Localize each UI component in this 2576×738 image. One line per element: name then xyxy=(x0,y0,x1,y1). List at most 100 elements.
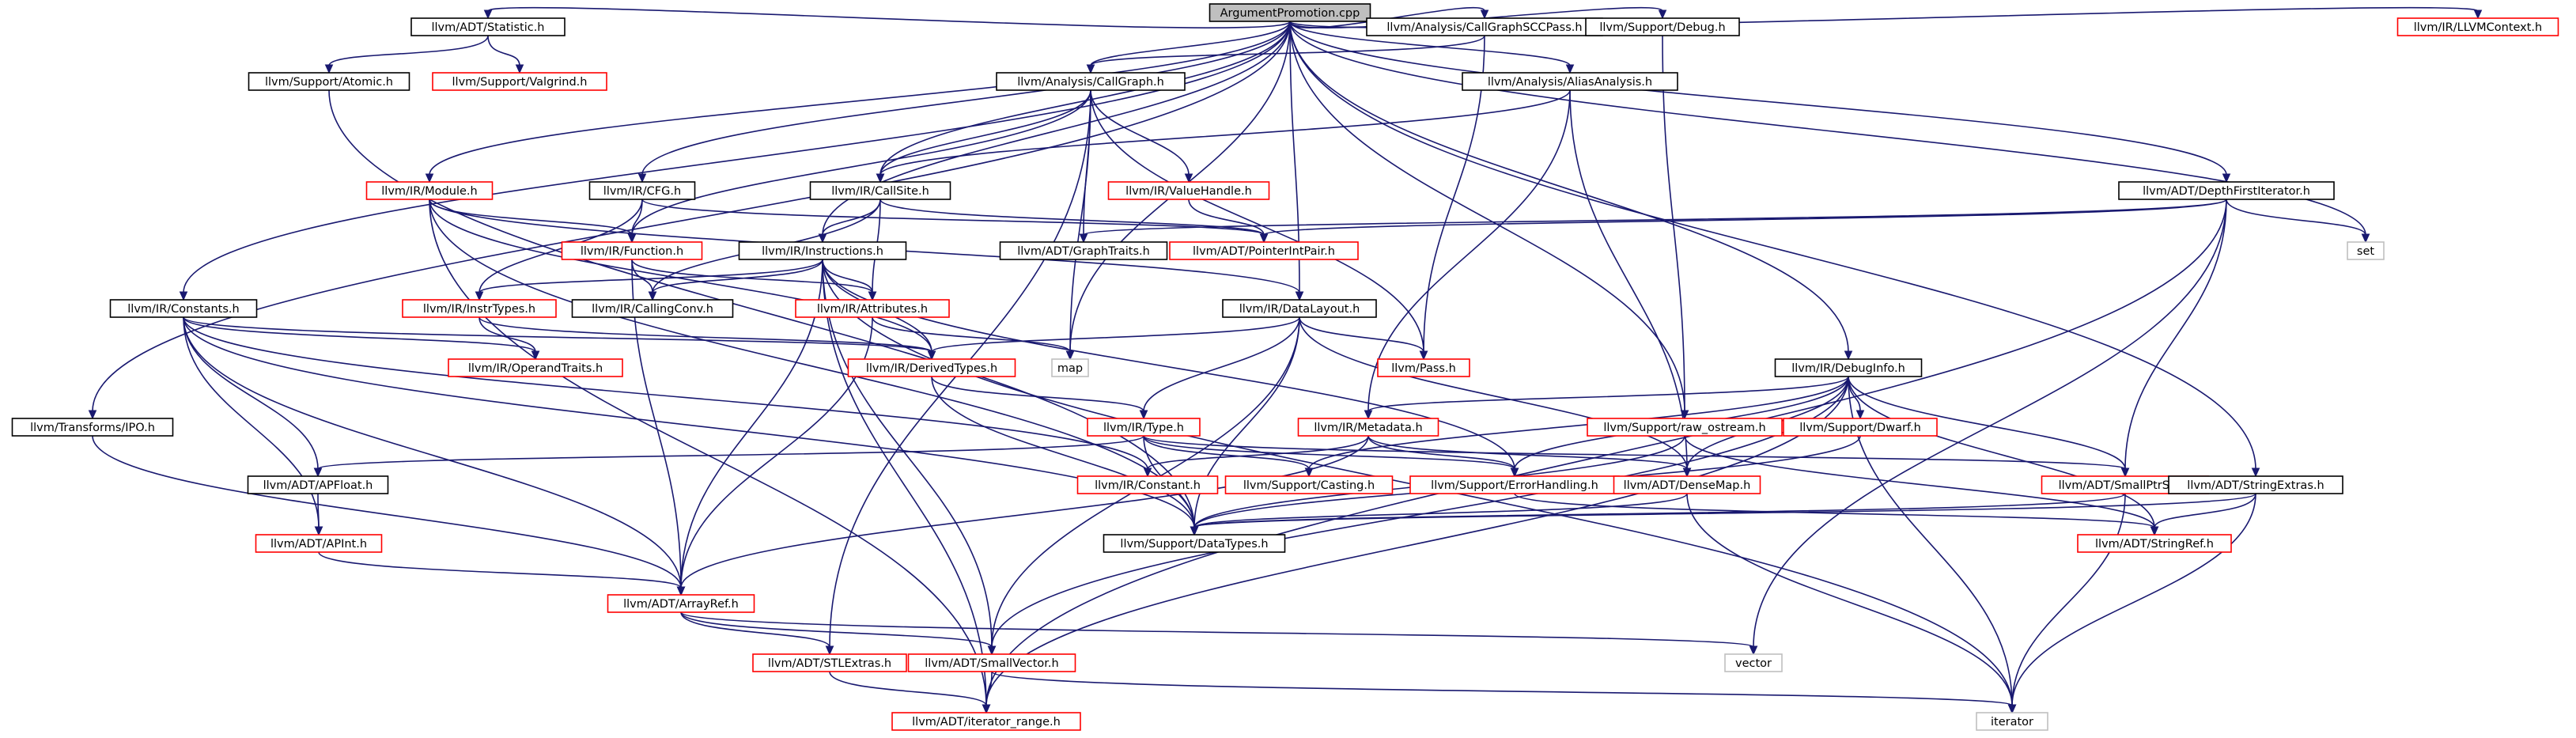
arrowhead-dfi-to-pip xyxy=(1259,233,1269,244)
node-smallptrset[interactable]: llvm/ADT/SmallPtrSet.h xyxy=(2041,475,2210,494)
arrowhead-alias-to-callsite xyxy=(876,173,885,184)
node-pip[interactable]: llvm/ADT/PointerIntPair.h xyxy=(1169,241,1359,260)
node-valuehandle[interactable]: llvm/IR/ValueHandle.h xyxy=(1107,181,1270,200)
edge-debug-to-rawostream xyxy=(1662,35,1685,412)
edge-metadata-to-arrayref xyxy=(680,435,1369,589)
node-atomic-label: llvm/Support/Atomic.h xyxy=(265,76,393,89)
node-ipo[interactable]: llvm/Transforms/IPO.h xyxy=(11,418,174,437)
edge-apfloat-to-apint xyxy=(317,493,320,528)
node-pass-label: llvm/Pass.h xyxy=(1391,362,1456,375)
edge-cfg-to-pip xyxy=(641,199,1265,236)
node-operandtraits[interactable]: llvm/IR/OperandTraits.h xyxy=(448,358,623,377)
edge-debuginfo-to-casting xyxy=(1308,376,1849,470)
node-rawostream[interactable]: llvm/Support/raw_ostream.h xyxy=(1587,418,1783,437)
node-metadata[interactable]: llvm/IR/Metadata.h xyxy=(1297,418,1439,437)
edge-metadata-to-errorhandling xyxy=(1367,435,1515,470)
node-root-box xyxy=(1209,3,1371,22)
edge-densemap-to-datatypes xyxy=(1193,493,1688,528)
arrowhead-apint-to-arrayref xyxy=(676,586,686,596)
node-datatypes-label: llvm/Support/DataTypes.h xyxy=(1120,538,1268,551)
node-valuehandle-label: llvm/IR/ValueHandle.h xyxy=(1125,185,1252,198)
node-derivedtypes-box xyxy=(847,358,1016,377)
edge-debuginfo-to-metadata xyxy=(1367,376,1849,412)
node-stringref[interactable]: llvm/ADT/StringRef.h xyxy=(2077,534,2232,553)
edge-type-to-smallptrset xyxy=(1143,435,2126,470)
arrowhead-instrtypes-to-operandtraits xyxy=(531,350,540,361)
edge-alias-to-densemap xyxy=(1569,89,1688,470)
node-errorhandling[interactable]: llvm/Support/ErrorHandling.h xyxy=(1409,475,1620,494)
edge-alias-to-callsite xyxy=(879,89,1571,176)
node-callsite[interactable]: llvm/IR/CallSite.h xyxy=(809,181,951,200)
node-cgscc-label: llvm/Analysis/CallGraphSCCPass.h xyxy=(1386,21,1582,34)
node-iterator-label: iterator xyxy=(1991,716,2033,729)
edge-statistic-to-valgrind xyxy=(487,35,520,66)
node-derivedtypes[interactable]: llvm/IR/DerivedTypes.h xyxy=(847,358,1016,377)
edge-function-to-attributes xyxy=(631,259,873,293)
node-debuginfo[interactable]: llvm/IR/DebugInfo.h xyxy=(1774,358,1923,377)
edge-callgraph-to-valuehandle xyxy=(1090,89,1190,176)
arrowhead-derivedtypes-to-type xyxy=(1139,410,1148,420)
node-root[interactable]: ArgumentPromotion.cpp xyxy=(1209,3,1371,22)
node-casting[interactable]: llvm/Support/Casting.h xyxy=(1224,475,1394,494)
node-callgraph[interactable]: llvm/Analysis/CallGraph.h xyxy=(996,72,1186,91)
node-dwarf[interactable]: llvm/Support/Dwarf.h xyxy=(1783,418,1938,437)
node-function-label: llvm/IR/Function.h xyxy=(581,245,683,258)
arrowhead-type-to-casting xyxy=(1304,467,1314,478)
node-type[interactable]: llvm/IR/Type.h xyxy=(1087,418,1201,437)
edge-root-to-llvmctx xyxy=(1289,6,2479,28)
node-instrtypes[interactable]: llvm/IR/InstrTypes.h xyxy=(402,299,557,318)
arrowhead-root-to-alias xyxy=(1565,64,1575,74)
arrowhead-attributes-to-map xyxy=(1065,350,1075,361)
node-valgrind-label: llvm/Support/Valgrind.h xyxy=(452,76,588,89)
edge-debuginfo-to-smallptrset xyxy=(1848,376,2126,470)
edge-datalayout-to-derivedtypes xyxy=(931,316,1300,353)
node-datatypes[interactable]: llvm/Support/DataTypes.h xyxy=(1103,534,1286,553)
node-callingconv[interactable]: llvm/IR/CallingConv.h xyxy=(571,299,734,318)
node-cfg[interactable]: llvm/IR/CFG.h xyxy=(588,181,696,200)
node-cgscc[interactable]: llvm/Analysis/CallGraphSCCPass.h xyxy=(1366,17,1603,36)
node-graphtraits-box xyxy=(999,241,1168,260)
node-pass[interactable]: llvm/Pass.h xyxy=(1377,358,1470,377)
node-apfloat[interactable]: llvm/ADT/APFloat.h xyxy=(247,475,389,494)
node-cfg-box xyxy=(588,181,696,200)
edge-instrtypes-to-derivedtypes xyxy=(479,316,932,353)
node-smallvector[interactable]: llvm/ADT/SmallVector.h xyxy=(907,653,1076,672)
node-instructions[interactable]: llvm/IR/Instructions.h xyxy=(738,241,907,260)
arrowhead-root-to-debug xyxy=(1658,9,1667,20)
node-constant[interactable]: llvm/IR/Constant.h xyxy=(1076,475,1219,494)
node-densemap[interactable]: llvm/ADT/DenseMap.h xyxy=(1613,475,1761,494)
node-valgrind[interactable]: llvm/Support/Valgrind.h xyxy=(432,72,607,91)
node-stringextras[interactable]: llvm/ADT/StringExtras.h xyxy=(2168,475,2343,494)
node-llvmctx[interactable]: llvm/IR/LLVMContext.h xyxy=(2396,17,2559,36)
edge-valuehandle-to-pip xyxy=(1188,199,1265,236)
node-attributes[interactable]: llvm/IR/Attributes.h xyxy=(795,299,950,318)
node-constants[interactable]: llvm/IR/Constants.h xyxy=(109,299,258,318)
edge-derivedtypes-to-datatypes xyxy=(931,376,1195,528)
node-function[interactable]: llvm/IR/Function.h xyxy=(561,241,703,260)
node-vector: vector xyxy=(1724,653,1783,672)
edge-root-to-debuginfo xyxy=(1289,21,1849,353)
arrowhead-root-to-constants xyxy=(179,291,188,301)
node-map-box xyxy=(1051,358,1089,377)
node-iterrange[interactable]: llvm/ADT/iterator_range.h xyxy=(891,712,1081,731)
node-atomic[interactable]: llvm/Support/Atomic.h xyxy=(248,72,410,91)
node-statistic[interactable]: llvm/ADT/Statistic.h xyxy=(410,17,566,36)
edge-root-to-statistic xyxy=(487,6,1291,28)
node-alias[interactable]: llvm/Analysis/AliasAnalysis.h xyxy=(1462,72,1678,91)
node-debug[interactable]: llvm/Support/Debug.h xyxy=(1585,17,1740,36)
node-arrayref[interactable]: llvm/ADT/ArrayRef.h xyxy=(607,594,755,613)
arrowhead-type-to-apfloat xyxy=(313,467,323,478)
node-dfi[interactable]: llvm/ADT/DepthFirstIterator.h xyxy=(2118,181,2335,200)
node-stlextras[interactable]: llvm/ADT/STLExtras.h xyxy=(752,653,907,672)
node-module[interactable]: llvm/IR/Module.h xyxy=(365,181,494,200)
node-datalayout[interactable]: llvm/IR/DataLayout.h xyxy=(1222,299,1377,318)
node-debuginfo-label: llvm/IR/DebugInfo.h xyxy=(1791,362,1905,375)
arrowhead-dfi-to-graphtraits xyxy=(1079,233,1088,244)
edge-stlextras-to-iterrange xyxy=(829,671,987,706)
arrowhead-callgraph-to-valuehandle xyxy=(1184,173,1193,184)
arrowhead-instructions-to-callingconv xyxy=(648,291,657,301)
node-callingconv-box xyxy=(571,299,734,318)
node-apint[interactable]: llvm/ADT/APInt.h xyxy=(255,534,383,553)
node-graphtraits[interactable]: llvm/ADT/GraphTraits.h xyxy=(999,241,1168,260)
